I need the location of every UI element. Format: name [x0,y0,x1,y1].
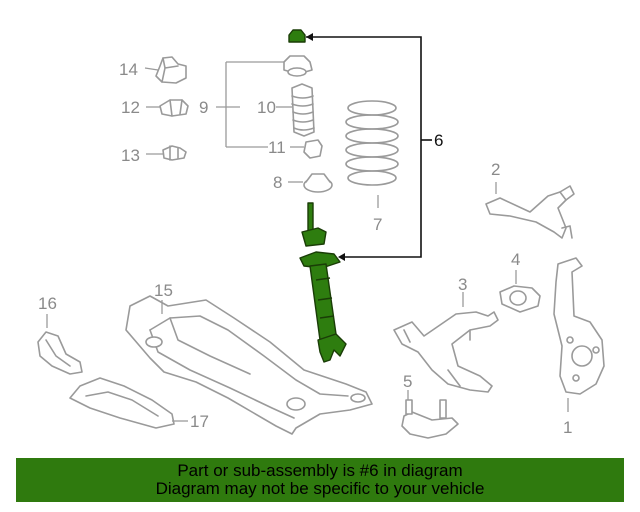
label-6: 6 [434,131,443,150]
bracket-arrow-bottom [338,253,345,261]
label-4: 4 [511,250,520,269]
part-12-bracket[interactable] [159,99,189,117]
notice-banner: Part or sub-assembly is #6 in diagram Di… [16,458,624,502]
label-12: 12 [121,98,140,117]
label-1: 1 [563,418,572,437]
part-11-bump-stopper[interactable] [303,139,323,159]
part-7-coil-spring[interactable] [345,100,399,186]
label-13: 13 [121,146,140,165]
part-5-ball-joint[interactable] [401,399,459,439]
notice-line-2: Diagram may not be specific to your vehi… [155,479,485,498]
part-8-spring-insulator[interactable] [303,173,333,193]
part-14-mount-nut[interactable] [155,56,187,84]
label-17: 17 [190,412,209,431]
label-10: 10 [257,98,276,117]
part-9-upper-mount[interactable] [283,55,313,77]
label-8: 8 [273,173,282,192]
bracket-6 [306,36,422,258]
label-2: 2 [491,160,500,179]
label-11: 11 [268,138,286,157]
part-4-bushing[interactable] [499,285,541,313]
parts-diagram: 14 12 13 9 10 11 8 [37,29,605,439]
part-15-crossmember[interactable] [125,295,373,435]
label-14: 14 [119,60,138,79]
part-13-clip[interactable] [162,145,187,161]
part-17-under-cover[interactable] [69,377,175,429]
part-3-lower-arm[interactable] [393,311,499,393]
part-10-dust-boot[interactable] [291,83,315,137]
part-1-steering-knuckle[interactable] [553,257,605,395]
leader-14 [144,67,159,71]
label-3: 3 [458,275,467,294]
label-7: 7 [373,215,382,234]
part-2-upper-arm[interactable] [485,185,575,239]
part-6-top-nut[interactable] [288,29,306,43]
part-16-cover[interactable] [37,331,83,375]
label-5: 5 [403,372,412,391]
label-9: 9 [199,98,208,117]
leader-9 [216,61,284,148]
label-16: 16 [38,294,57,313]
bracket-arrow-top [306,33,313,41]
part-6-shock-absorber[interactable] [299,202,347,363]
notice-line-1: Part or sub-assembly is #6 in diagram [177,461,463,480]
label-15: 15 [154,281,173,300]
